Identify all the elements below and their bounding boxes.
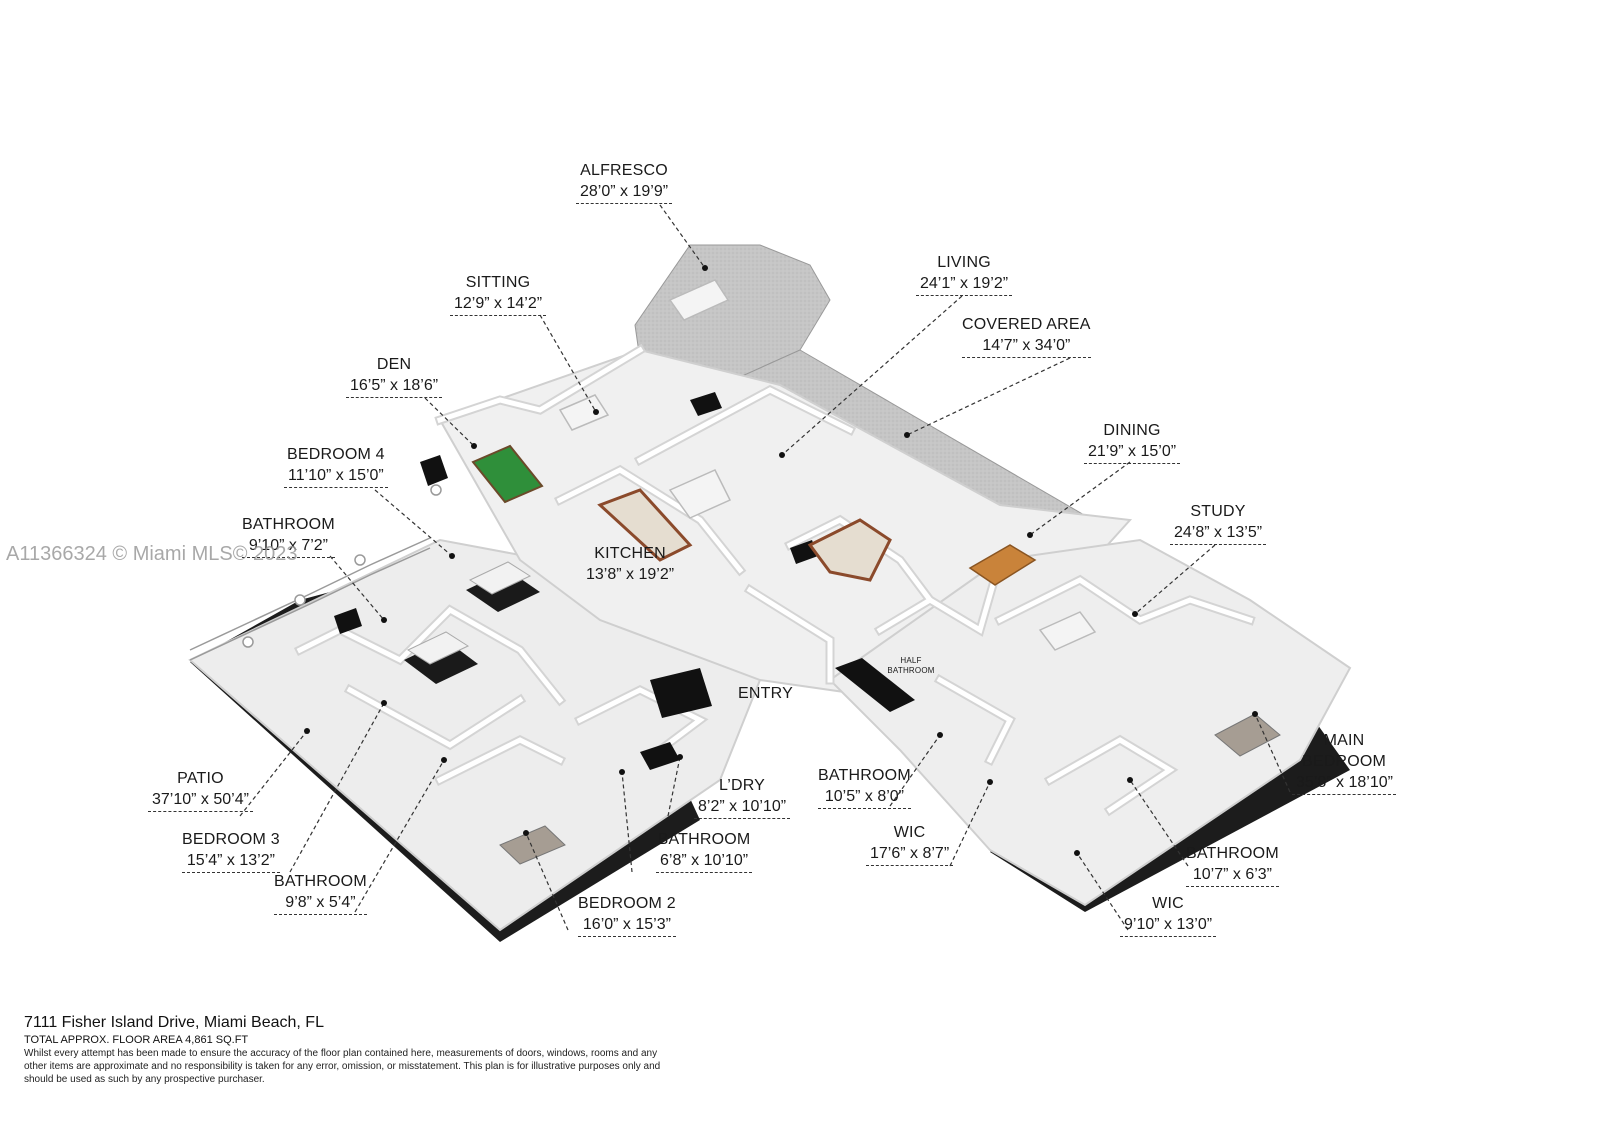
room-name: STUDY [1190, 503, 1246, 520]
room-name: ALFRESCO [580, 162, 668, 179]
room-label-bathroom-4: BATHROOM 10’7” x 6’3” [1186, 843, 1279, 887]
room-name: ENTRY [738, 685, 793, 702]
room-name: BEDROOM 3 [182, 831, 280, 848]
room-dims: 9’8” x 5’4” [274, 892, 367, 915]
room-label-main-bedroom: MAIN BEDROOM 35’8” x 18’10” [1292, 730, 1396, 795]
room-label-living: LIVING 24’1” x 19’2” [916, 252, 1013, 296]
room-dims: 15’4” x 13’2” [182, 850, 280, 873]
room-label-bathroom-5: BATHROOM 9’8” x 5’4” [274, 871, 367, 915]
room-name: BATHROOM [818, 767, 911, 784]
plan-footer: 7111 Fisher Island Drive, Miami Beach, F… [24, 1013, 744, 1086]
room-label-bathroom-3: BATHROOM 6’8” x 10’10” [656, 829, 753, 873]
room-label-bedroom-4: BEDROOM 4 11’10” x 15’0” [284, 444, 388, 488]
room-label-bedroom-2: BEDROOM 2 16’0” x 15’3” [578, 893, 676, 937]
room-dims: 11’10” x 15’0” [284, 465, 388, 488]
room-name: BEDROOM 4 [286, 446, 385, 463]
sofa [558, 279, 1097, 651]
room-name: BEDROOM 2 [578, 895, 676, 912]
room-label-bathroom-1: BATHROOM 9’10” x 7’2” [242, 514, 335, 558]
room-name: COVERED AREA [962, 316, 1091, 333]
room-label-wic-1: WIC 17’6” x 8’7” [866, 822, 954, 866]
room-dims: 8’2” x 10’10” [694, 796, 791, 819]
floor-slab [188, 348, 1352, 932]
room-dims: 16’5” x 18’6” [346, 375, 443, 398]
room-dims: 24’1” x 19’2” [916, 273, 1013, 296]
room-name: BATHROOM [1186, 845, 1279, 862]
interior-walls [293, 343, 1256, 817]
room-name: PATIO [177, 770, 224, 787]
room-label-half-bathroom: HALF BATHROOM [886, 656, 936, 676]
room-label-entry: ENTRY [738, 683, 793, 704]
room-label-covered-area: COVERED AREA 14’7” x 34’0” [962, 314, 1091, 358]
pool-table [471, 444, 544, 504]
room-dims: 37’10” x 50’4” [148, 789, 253, 812]
disclaimer: Whilst every attempt has been made to en… [24, 1048, 661, 1085]
room-dims: 14’7” x 34’0” [962, 335, 1091, 358]
room-label-bedroom-3: BEDROOM 3 15’4” x 13’2” [182, 829, 280, 873]
room-dims: 9’10” x 7’2” [242, 535, 335, 558]
room-dims: 16’0” x 15’3” [578, 914, 676, 937]
room-dims: 10’7” x 6’3” [1186, 864, 1279, 887]
room-name: KITCHEN [594, 545, 666, 562]
room-label-den: DEN 16’5” x 18’6” [346, 354, 443, 398]
room-label-alfresco: ALFRESCO 28’0” x 19’9” [576, 160, 673, 204]
room-name: BATHROOM [657, 831, 751, 848]
room-dims: 24’8” x 13’5” [1170, 522, 1267, 545]
room-name: WIC [1152, 895, 1184, 912]
leader-lines [239, 204, 1291, 931]
room-dims: 28’0” x 19’9” [576, 181, 673, 204]
room-dims: 17’6” x 8’7” [866, 843, 954, 866]
room-name: BATHROOM [242, 516, 335, 533]
room-dims: 10’5” x 8’0” [818, 786, 911, 809]
leader-dots [304, 265, 1258, 856]
room-dims: 12’9” x 14’2” [450, 293, 547, 316]
room-name: BATHROOM [274, 873, 367, 890]
east-wing-floor [828, 538, 1352, 907]
room-name: WIC [893, 824, 926, 841]
room-label-kitchen: KITCHEN 13’8” x 19’2” [582, 543, 678, 586]
room-dims: 35’8” x 18’10” [1292, 772, 1396, 795]
room-name: HALF BATHROOM [887, 656, 935, 675]
patio-railing [189, 484, 442, 661]
beds [404, 561, 1281, 865]
room-label-study: STUDY 24’8” x 13’5” [1170, 501, 1267, 545]
room-label-dining: DINING 21’9” x 15’0” [1084, 420, 1181, 464]
room-name: MAIN BEDROOM [1301, 732, 1387, 770]
room-dims: 6’8” x 10’10” [656, 850, 753, 873]
room-name: DEN [376, 356, 412, 373]
room-label-patio: PATIO 37’10” x 50’4” [148, 768, 253, 812]
room-dims: 21’9” x 15’0” [1084, 441, 1181, 464]
room-name: SITTING [465, 274, 531, 291]
room-name: LIVING [937, 254, 991, 271]
mls-watermark: A11366324 © Miami MLS© 2023 [6, 543, 298, 565]
dining-table [968, 544, 1037, 586]
room-label-wic-2: WIC 9’10” x 13’0” [1120, 893, 1217, 937]
property-address: 7111 Fisher Island Drive, Miami Beach, F… [24, 1014, 324, 1031]
room-label-bathroom-2: BATHROOM 10’5” x 8’0” [818, 765, 911, 809]
room-name: L’DRY [718, 777, 766, 794]
room-dims: 13’8” x 19’2” [586, 566, 675, 583]
kitchen-island [597, 488, 892, 582]
room-name: DINING [1103, 422, 1161, 439]
dark-walls [334, 392, 915, 770]
total-floor-area: TOTAL APPROX. FLOOR AREA 4,861 SQ.FT [24, 1034, 249, 1046]
room-label-sitting: SITTING 12’9” x 14’2” [450, 272, 547, 316]
furniture [404, 279, 1281, 865]
room-label-laundry: L’DRY 8’2” x 10’10” [694, 775, 791, 819]
room-dims: 9’10” x 13’0” [1120, 914, 1217, 937]
